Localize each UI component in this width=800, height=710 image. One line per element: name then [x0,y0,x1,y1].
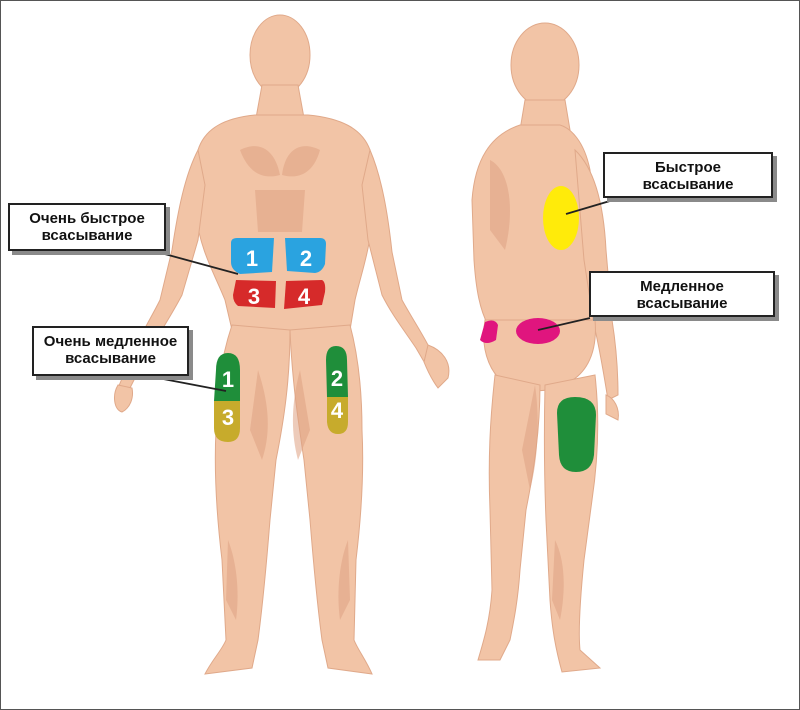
label-slow-line2: всасывание [636,295,728,312]
abdomen-zone-2-number: 2 [300,246,312,271]
abdomen-zone-3-number: 3 [248,284,260,309]
label-slow: Медленное всасывание [589,271,775,317]
label-fast-line1: Быстрое [655,159,721,176]
pointer-very-slow [157,377,227,392]
back-figure [471,22,619,673]
label-very-slow-line2: всасывание [65,350,156,367]
pointer-fast [565,197,621,215]
label-very-slow: Очень медленное всасывание [32,326,189,376]
thigh-zone-4 [327,397,348,434]
front-shading [226,146,350,620]
label-slow-line1: Медленное [640,278,724,295]
pointer-slow [537,317,591,331]
label-fast: Быстрое всасывание [603,152,773,198]
thigh-zone-1-number: 1 [222,367,234,392]
pointer-lines [149,197,621,392]
abdomen-zone-3 [233,280,276,308]
label-very-fast-line2: всасывание [41,227,133,244]
abdomen-zone-1 [231,238,274,274]
abdomen-zones: 1 2 3 4 [231,238,326,309]
abdomen-zone-4 [284,280,326,309]
arm-zone [543,186,579,250]
back-shading [490,160,564,620]
front-figure [114,14,450,675]
thigh-zone-1 [214,353,240,401]
thigh-zone-2-number: 2 [331,366,343,391]
label-very-fast: Очень быстрое всасывание [8,203,166,251]
thigh-zone-3 [214,401,240,442]
thigh-zone-4-number: 4 [331,398,344,423]
label-very-fast-line1: Очень быстрое [29,210,145,227]
abdomen-zone-1-number: 1 [246,246,258,271]
label-very-slow-line1: Очень медленное [43,333,178,350]
thigh-zone-3-number: 3 [222,405,234,430]
buttock-zone-left [480,320,498,343]
thigh-zones: 1 3 2 4 [214,346,348,442]
abdomen-zone-2 [285,238,326,273]
thigh-zone-2 [326,346,348,397]
label-fast-line2: всасывание [642,176,734,193]
back-thigh-zone [557,397,596,472]
back-zones [480,186,596,472]
buttock-zone-right [516,318,560,344]
abdomen-zone-4-number: 4 [298,284,311,309]
pointer-very-fast [149,249,239,275]
